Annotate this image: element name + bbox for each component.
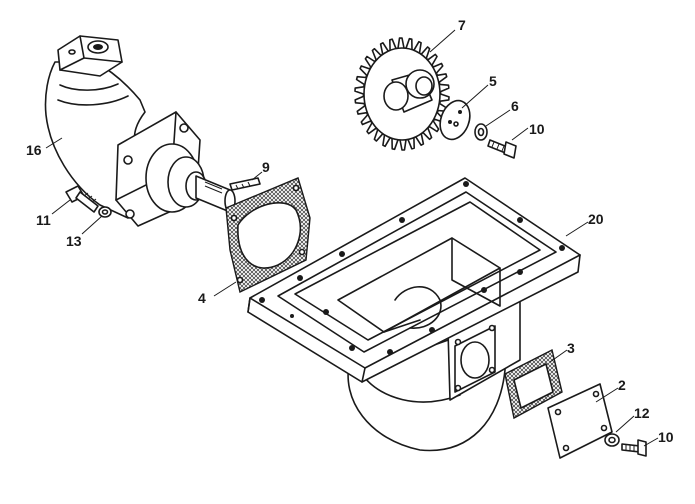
callout-12: 12: [634, 405, 650, 421]
callout-5: 5: [489, 73, 497, 89]
leader-lines: [45, 29, 659, 447]
callout-11: 11: [36, 212, 51, 228]
callout-10-cover: 10: [658, 429, 674, 445]
callout-2: 2: [618, 377, 626, 393]
callout-16: 16: [26, 142, 42, 158]
callout-9: 9: [262, 159, 270, 175]
callout-3: 3: [567, 340, 575, 356]
pump-part: [44, 35, 236, 227]
gasket-cover-part: [504, 348, 563, 420]
gear-part: [354, 37, 450, 151]
callout-4: 4: [198, 290, 206, 306]
callout-10-gear: 10: [529, 121, 545, 137]
bolt-pump-part: [65, 185, 99, 213]
bolt-cover-part: [621, 439, 647, 457]
bolt-gear-part: [487, 139, 517, 159]
callout-6: 6: [511, 98, 519, 114]
lock-washer-pump-part: [98, 206, 112, 218]
callout-7: 7: [458, 17, 466, 33]
callout-labels: 16 7 5 6 10 9 11 13 4 20 3 2 12 10: [26, 17, 674, 445]
callout-13: 13: [66, 233, 82, 249]
washer-part: [474, 123, 488, 141]
key-part: [229, 177, 261, 191]
washer-plate-part: [439, 99, 471, 141]
lock-washer-cover-part: [604, 433, 620, 447]
cover-part: [547, 383, 613, 459]
callout-20: 20: [588, 211, 604, 227]
gasket-pump-part: [225, 177, 311, 294]
housing-part: [247, 177, 581, 452]
